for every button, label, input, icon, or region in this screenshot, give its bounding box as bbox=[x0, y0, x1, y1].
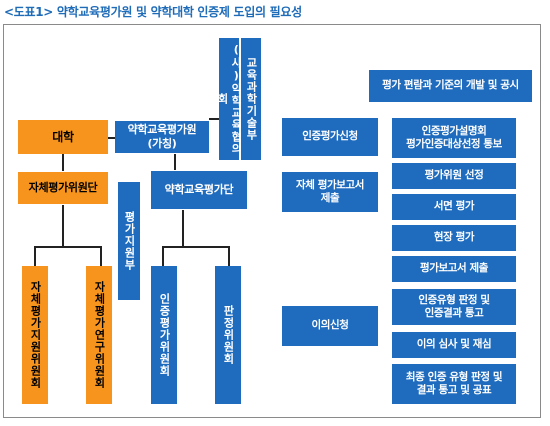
self-research-box: 자체평가연구위원회 bbox=[86, 266, 112, 404]
process-step-box: 서면 평가 bbox=[392, 194, 516, 220]
process-step-box: 인증유형 판정 및 인증결과 통고 bbox=[392, 289, 516, 325]
connector bbox=[34, 246, 36, 266]
process-objection-box: 이의신청 bbox=[282, 306, 378, 346]
self-eval-box: 자체평가위원단 bbox=[18, 172, 108, 204]
committee-box: 교육과학기술부 bbox=[241, 38, 261, 160]
connector bbox=[34, 246, 102, 248]
process-step-box: 평가 편람과 기준의 개발 및 공시 bbox=[369, 70, 532, 102]
connector bbox=[162, 246, 230, 248]
eval-team-box: 약학교육평가단 bbox=[151, 171, 247, 209]
connector bbox=[182, 210, 184, 248]
accredit-committee-box: 인증평가위원회 bbox=[151, 266, 177, 404]
support-box: 평가지원부 bbox=[118, 182, 140, 300]
figure-title: <도표1> 약학교육평가원 및 약학대학 인증제 도입의 필요성 bbox=[4, 5, 302, 19]
association-box: (사)약학교육협의회 bbox=[216, 38, 243, 160]
process-step-box: 평가위원 선정 bbox=[392, 163, 516, 189]
process-step-box: 평가보고서 제출 bbox=[392, 256, 516, 282]
process-apply-box: 인증평가신청 bbox=[282, 118, 378, 156]
process-step-box: 이의 심사 및 재심 bbox=[392, 332, 516, 358]
process-step-box: 인증평가설명회 평가인증대상선정 통보 bbox=[392, 118, 516, 158]
process-step-box: 최종 인증 유형 판정 및 결과 통고 및 공표 bbox=[392, 364, 516, 404]
diagram-frame bbox=[3, 24, 541, 418]
connector bbox=[228, 246, 230, 266]
connector bbox=[162, 246, 164, 266]
connector bbox=[174, 154, 176, 170]
connector bbox=[62, 153, 64, 171]
connector bbox=[100, 246, 102, 266]
judge-committee-box: 판정위원회 bbox=[215, 266, 241, 404]
university-box: 대학 bbox=[18, 120, 108, 154]
self-committee-box: 자체평가지원위원회 bbox=[22, 266, 48, 404]
process-step-box: 현장 평가 bbox=[392, 225, 516, 251]
process-selfreport-box: 자체 평가보고서 제출 bbox=[282, 172, 378, 212]
agency-box: 약학교육평가원 (가칭) bbox=[115, 121, 209, 153]
connector bbox=[62, 205, 64, 247]
